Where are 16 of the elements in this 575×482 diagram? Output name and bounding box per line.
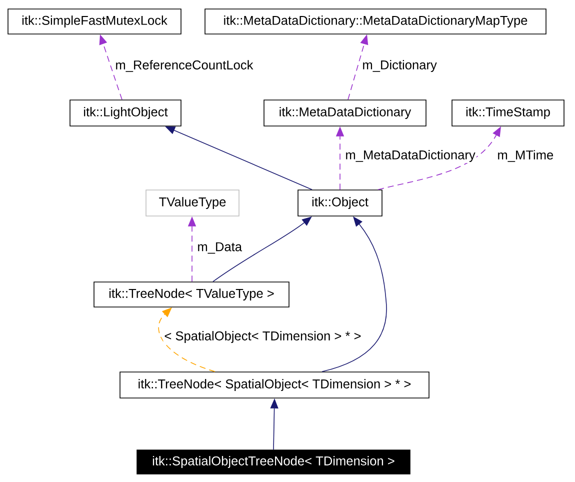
edge-label: m_MetaDataDictionary (344, 149, 476, 163)
edge-label: m_MTime (496, 149, 555, 163)
class-box: itk::TimeStamp (452, 100, 564, 126)
edge-label: m_ReferenceCountLock (114, 59, 254, 73)
edge-label: m_Data (196, 241, 244, 255)
edge-label: < SpatialObject< TDimension > * > (163, 330, 362, 344)
class-box: itk::TreeNode< TValueType > (94, 282, 290, 308)
edge-label: m_Dictionary (361, 59, 438, 73)
class-box: itk::Object (298, 190, 382, 216)
class-box: itk::LightObject (70, 100, 182, 126)
class-box: itk::MetaDataDictionary (264, 100, 426, 126)
class-box: TValueType (146, 190, 240, 216)
class-box: itk::MetaDataDictionary::MetaDataDictionaryMapType (204, 8, 546, 34)
class-box: itk::TreeNode< SpatialObject< TDimension > * > (120, 372, 430, 398)
class-box: itk::SpatialObjectTreeNode< TDimension > (136, 450, 410, 474)
class-box: itk::SimpleFastMutexLock (8, 8, 182, 34)
